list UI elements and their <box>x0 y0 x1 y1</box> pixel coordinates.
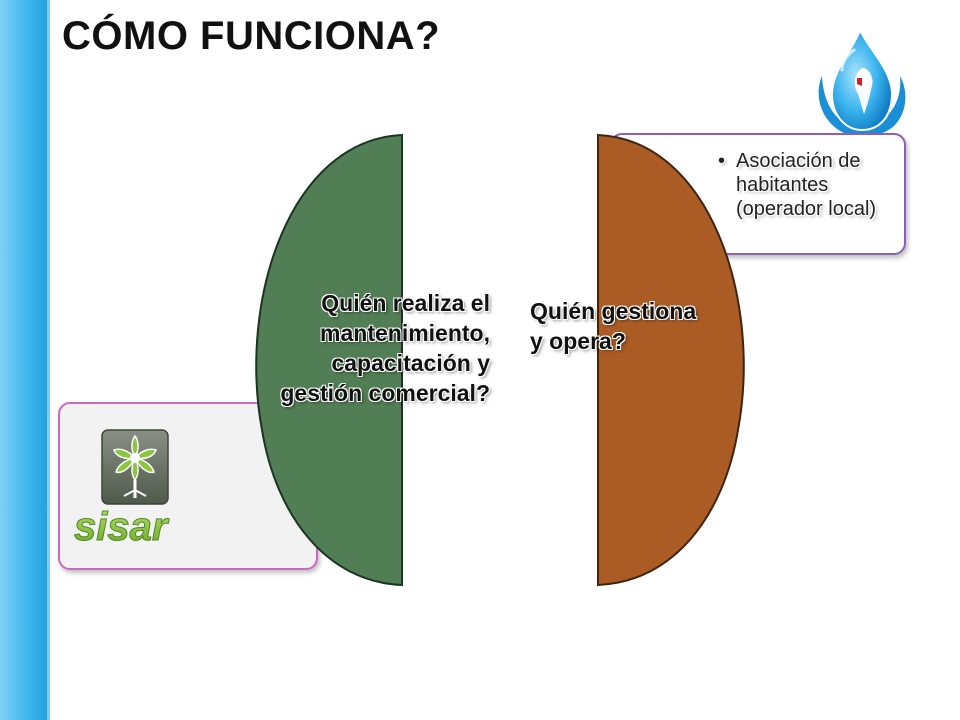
bullet-glyph: • <box>718 150 726 172</box>
operator-card: • Asociación de habitantes (operador loc… <box>610 133 906 255</box>
water-drop-globe-icon <box>818 28 906 137</box>
sisar-logo-text: sisar <box>74 505 170 549</box>
operator-list-item: • Asociación de habitantes (operador loc… <box>716 149 896 221</box>
slide-sidebar-accent <box>0 0 50 720</box>
left-question-label: Quién realiza el mantenimiento, capacita… <box>280 290 490 406</box>
sisar-flower-logo: sisar <box>74 429 170 550</box>
operator-list-item-text: Asociación de habitantes (operador local… <box>736 150 877 220</box>
operator-list: • Asociación de habitantes (operador loc… <box>716 149 896 221</box>
slide-title: CÓMO FUNCIONA? <box>62 14 441 58</box>
right-question-label: Quién gestiona y opera? <box>530 298 697 354</box>
